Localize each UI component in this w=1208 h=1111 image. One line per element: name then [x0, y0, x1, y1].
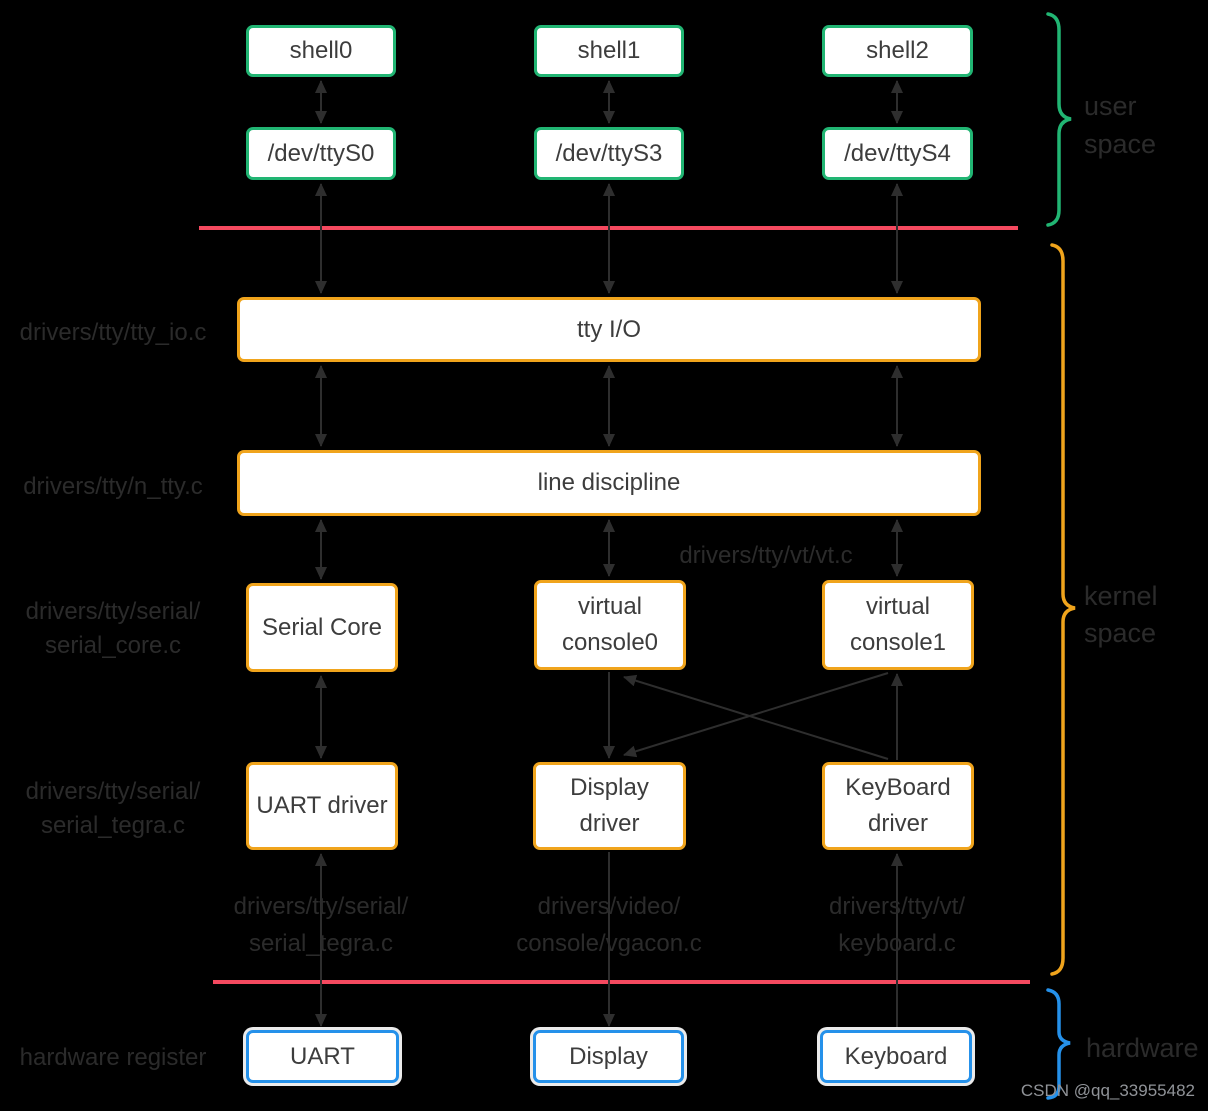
kernel-space-brace: [1050, 243, 1076, 976]
display-hw-label: Display: [569, 1042, 648, 1070]
hardware-section-line1: hardware: [1086, 1033, 1199, 1063]
uart-hw-box: UART: [246, 1030, 399, 1083]
shell2-box: shell2: [822, 25, 973, 77]
tty-io-box: tty I/O: [237, 297, 981, 362]
virtual-console1-box: virtual console1: [822, 580, 974, 670]
display-hw-box: Display: [533, 1030, 684, 1083]
csdn-watermark: CSDN @qq_33955482: [1020, 1081, 1195, 1100]
serial-core-file-line1: drivers/tty/serial/: [25, 598, 201, 625]
serial-core-box: Serial Core: [246, 583, 398, 672]
hardware-register-label: hardware register: [19, 1044, 207, 1071]
shell0-box: shell0: [246, 25, 396, 77]
vgacon-file-label: drivers/video/ console/vgacon.c: [474, 888, 744, 962]
kernel-space-section-label: kernel space: [1084, 578, 1158, 652]
keyboard-driver-box: KeyBoard driver: [822, 762, 974, 850]
serial-tegra-file-label: drivers/tty/serial/ serial_tegra.c: [0, 775, 226, 843]
shell0-label: shell0: [289, 37, 353, 64]
vgacon-file-line1: drivers/video/: [537, 893, 681, 920]
serial-tegra-file-line2: serial_tegra.c: [40, 812, 186, 839]
dev-ttys3-label: /dev/ttyS3: [555, 139, 663, 167]
n-tty-file-label: drivers/tty/n_tty.c: [23, 473, 203, 500]
user-space-line1: user: [1084, 91, 1137, 121]
keyboard-hw-label: Keyboard: [844, 1042, 948, 1070]
keyboard-hw-box: Keyboard: [820, 1030, 972, 1083]
line-discipline-box: line discipline: [237, 450, 981, 516]
dev-ttys4-box: /dev/ttyS4: [822, 127, 973, 180]
serial-tegra-file-line1: drivers/tty/serial/: [25, 778, 201, 805]
vt-file-label: drivers/tty/vt/vt.c: [679, 542, 853, 569]
dev-ttys4-label: /dev/ttyS4: [844, 139, 951, 167]
serial-core-label: Serial Core: [261, 613, 383, 641]
vgacon-file-line2: console/vgacon.c: [516, 930, 702, 957]
keyboard-file-line2: keyboard.c: [838, 930, 956, 957]
shell2-label: shell2: [866, 37, 929, 64]
serial-core-file-label: drivers/tty/serial/ serial_core.c: [0, 595, 226, 663]
keyboard-file-label: drivers/tty/vt/ keyboard.c: [762, 888, 1032, 962]
linediscipline-to-row3-arrows: [315, 519, 903, 580]
dev-to-ttyio-arrows: [315, 183, 903, 294]
display-driver-line2: driver: [579, 810, 640, 837]
hardware-brace: [1046, 988, 1071, 1100]
keyboarddriver-to-console0-arrow: [623, 674, 889, 760]
tty-io-label: tty I/O: [576, 315, 641, 343]
serial-core-file-line2: serial_core.c: [44, 632, 182, 659]
uart-driver-box: UART driver: [246, 762, 398, 850]
dev-ttys0-box: /dev/ttyS0: [246, 127, 396, 180]
uart-driver-label: UART driver: [256, 792, 388, 819]
uart-hw-file-label: drivers/tty/serial/ serial_tegra.c: [186, 888, 456, 962]
ttyio-to-linediscipline-arrows: [315, 365, 903, 447]
shell1-box: shell1: [534, 25, 684, 77]
kernel-space-line2: space: [1084, 618, 1157, 648]
tty-io-file-label: drivers/tty/tty_io.c: [19, 319, 207, 346]
uart-hw-file-line2: serial_tegra.c: [248, 930, 394, 957]
keyboard-driver-line1: KeyBoard: [845, 774, 951, 801]
user-space-section-label: user space: [1084, 87, 1156, 163]
user-space-brace: [1046, 12, 1072, 227]
shell-to-dev-arrows: [315, 80, 903, 124]
display-driver-box: Display driver: [533, 762, 686, 850]
kernel-space-line1: kernel: [1084, 581, 1158, 611]
console1-to-displaydriver-arrow: [623, 672, 889, 758]
dev-ttys3-box: /dev/ttyS3: [534, 127, 684, 180]
hardware-section-label: hardware: [1086, 1029, 1199, 1067]
line-discipline-label: line discipline: [537, 469, 681, 496]
virtual-console1-line2: console1: [849, 629, 947, 656]
virtual-console0-line2: console0: [561, 629, 659, 656]
virtual-console0-box: virtual console0: [534, 580, 686, 670]
shell1-label: shell1: [577, 37, 641, 64]
dev-ttys0-label: /dev/ttyS0: [267, 139, 375, 167]
virtual-console1-line1: virtual: [865, 593, 931, 620]
user-space-line2: space: [1084, 129, 1157, 159]
keyboard-driver-line2: driver: [867, 810, 928, 837]
display-driver-line1: Display: [570, 774, 649, 801]
virtual-console0-line1: virtual: [577, 593, 643, 620]
keyboard-file-line1: drivers/tty/vt/: [828, 893, 966, 920]
uart-hw-file-line1: drivers/tty/serial/: [233, 893, 409, 920]
uart-hw-label: UART: [290, 1042, 355, 1070]
